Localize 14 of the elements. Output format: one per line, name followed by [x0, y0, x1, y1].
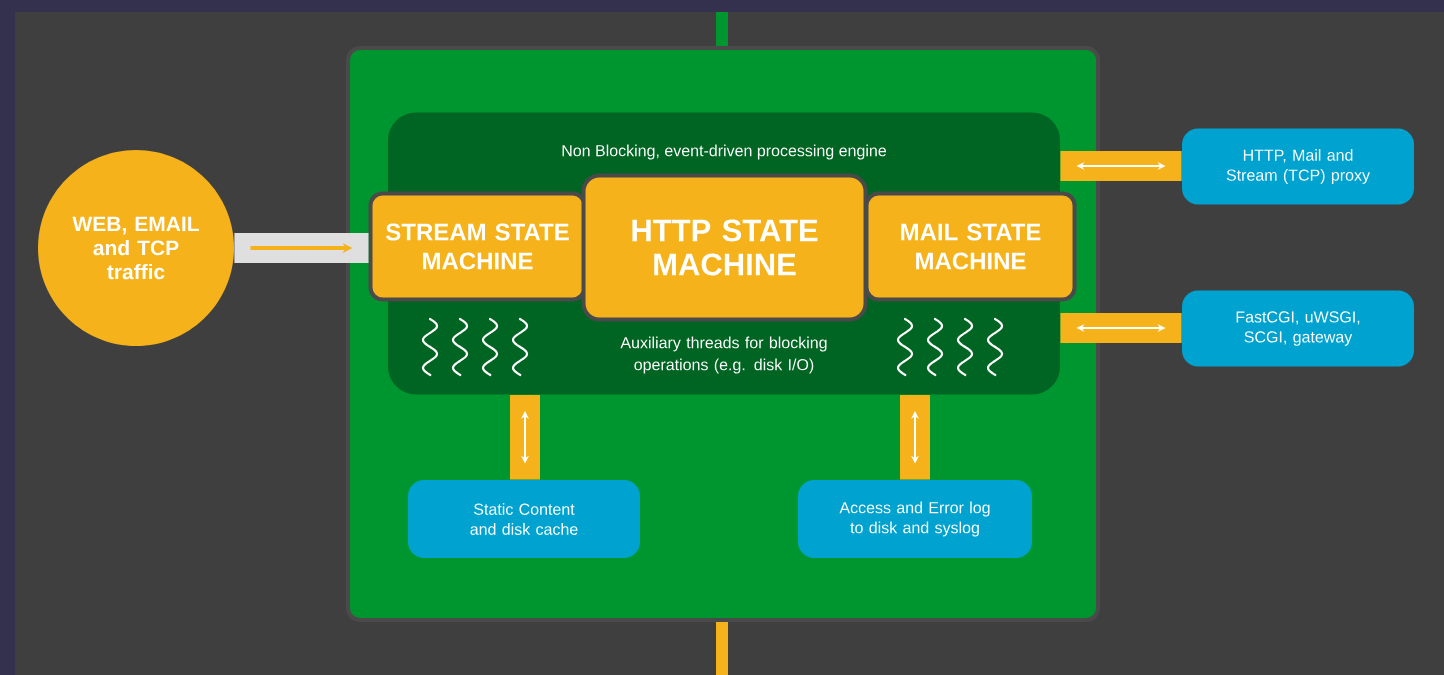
panel-caption: Auxiliary threads for blocking operations (e.g. disk I/O)	[620, 336, 827, 374]
service-box: HTTP, Mail and Stream (TCP) proxy	[1182, 128, 1414, 205]
state-machine-box: MAIL STATE MACHINE	[864, 191, 1077, 302]
arrow	[234, 233, 369, 263]
state-machine-box: HTTP STATE MACHINE	[581, 173, 868, 322]
arrow	[1060, 151, 1182, 181]
service-box: Access and Error log to disk and syslog	[798, 480, 1032, 558]
arrow	[1060, 313, 1182, 343]
service-box: FastCGI, uWSGI, SCGI, gateway	[1182, 290, 1414, 367]
arrow	[900, 394, 930, 480]
state-machine-box: STREAM STATE MACHINE	[368, 191, 587, 302]
panel-heading: Non Blocking, event-driven processing engine	[562, 144, 886, 160]
arrow	[510, 394, 540, 480]
service-box: Static Content and disk cache	[408, 480, 640, 558]
